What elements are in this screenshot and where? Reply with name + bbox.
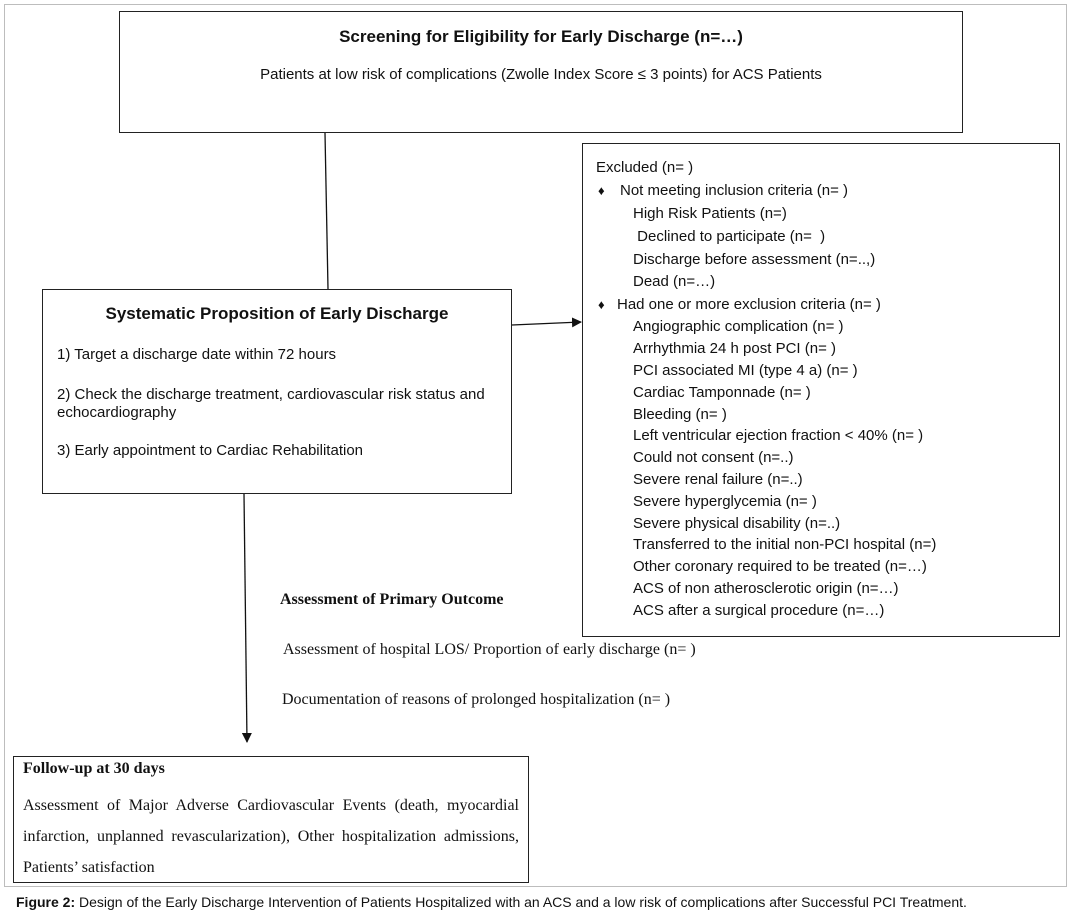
exclusion-item: Cardiac Tamponnade (n= ) xyxy=(633,384,811,401)
exclusion-item: Left ventricular ejection fraction < 40%… xyxy=(633,427,924,444)
exclusion-item: Severe renal failure (n=..) xyxy=(633,471,803,488)
arrow-to-followup xyxy=(241,493,252,743)
systematic-step-2: 2) Check the discharge treatment, cardio… xyxy=(57,386,485,421)
systematic-title: Systematic Proposition of Early Discharg… xyxy=(105,304,449,323)
caption-text: Design of the Early Discharge Interventi… xyxy=(75,894,967,910)
exclusion-item: Other coronary required to be treated (n… xyxy=(633,558,927,575)
exclusion-item: Bleeding (n= ) xyxy=(633,406,727,423)
exclusion-item: Severe physical disability (n=..) xyxy=(633,515,841,532)
systematic-proposition-box: Systematic Proposition of Early Discharg… xyxy=(42,289,512,494)
exclusion-item: Dead (n=…) xyxy=(633,273,716,290)
excluded-box: Excluded (n= ) ♦ Not meeting inclusion c… xyxy=(582,143,1060,637)
exclusion-item: High Risk Patients (n=) xyxy=(633,205,787,222)
excluded-heading: Excluded (n= ) xyxy=(596,159,694,176)
screening-box: Screening for Eligibility for Early Disc… xyxy=(119,11,963,133)
exclusion-item: Transferred to the initial non-PCI hospi… xyxy=(633,536,937,553)
figure-frame xyxy=(4,4,1067,887)
caption-label: Figure 2: xyxy=(16,894,76,910)
primary-outcome-line-2: Documentation of reasons of prolonged ho… xyxy=(282,691,671,708)
followup-title: Follow-up at 30 days xyxy=(23,760,165,777)
exclusion-group-label: Had one or more exclusion criteria (n= ) xyxy=(617,296,881,313)
connector-screening-to-systematic xyxy=(324,132,329,290)
primary-outcome-line-1: Assessment of hospital LOS/ Proportion o… xyxy=(283,641,696,658)
screening-title: Screening for Eligibility for Early Disc… xyxy=(339,27,743,46)
exclusion-item: PCI associated MI (type 4 a) (n= ) xyxy=(633,362,858,379)
systematic-step-1: 1) Target a discharge date within 72 hou… xyxy=(57,346,337,363)
followup-body: Assessment of Major Adverse Cardiovascul… xyxy=(23,797,519,876)
exclusion-item: Severe hyperglycemia (n= ) xyxy=(633,493,817,510)
exclusion-item: ACS after a surgical procedure (n=…) xyxy=(633,602,885,619)
diamond-bullet-icon: ♦ xyxy=(598,297,605,312)
exclusion-item: Discharge before assessment (n=..,) xyxy=(633,251,876,268)
exclusion-item: Angiographic complication (n= ) xyxy=(633,318,844,335)
primary-outcome-title: Assessment of Primary Outcome xyxy=(280,591,504,608)
diamond-bullet-icon: ♦ xyxy=(598,183,605,198)
exclusion-item: ACS of non atherosclerotic origin (n=…) xyxy=(633,580,899,597)
exclusion-item: Arrhythmia 24 h post PCI (n= ) xyxy=(633,340,836,357)
systematic-step-3: 3) Early appointment to Cardiac Rehabili… xyxy=(57,442,363,459)
exclusion-item: Declined to participate (n= ) xyxy=(633,228,826,245)
inclusion-group-label: Not meeting inclusion criteria (n= ) xyxy=(620,182,849,199)
figure-caption: Figure 2: Design of the Early Discharge … xyxy=(16,894,967,910)
arrow-to-excluded xyxy=(511,317,582,328)
exclusion-item: Could not consent (n=..) xyxy=(633,449,794,466)
screening-subtitle: Patients at low risk of complications (Z… xyxy=(260,66,822,83)
followup-box: Follow-up at 30 days Assessment of Major… xyxy=(13,756,529,883)
